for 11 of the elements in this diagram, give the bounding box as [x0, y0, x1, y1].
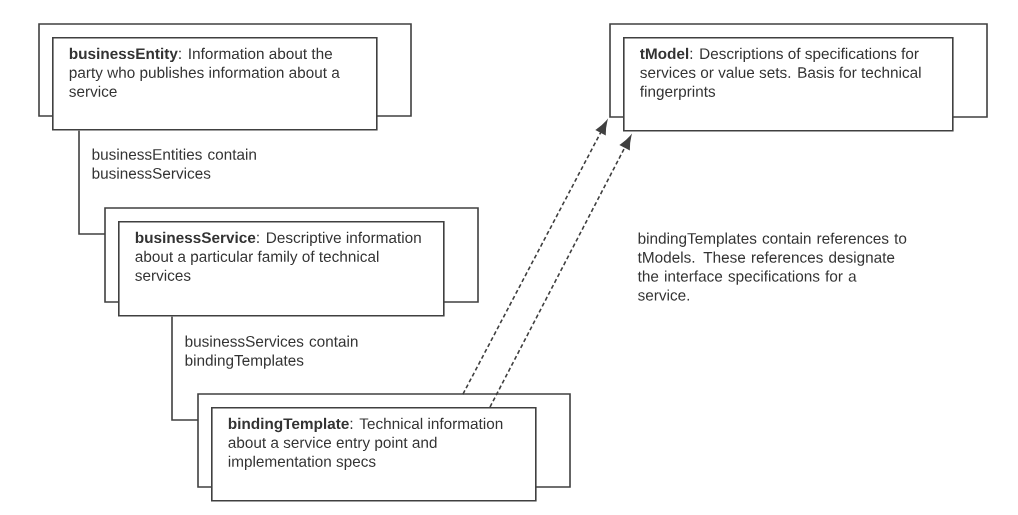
note-text: bindingTemplates contain references to tModels. These references designate the interface specifications for a service.	[637, 232, 907, 301]
connector	[78, 129, 106, 235]
connector	[462, 120, 608, 395]
record-card: bindingTemplate: Technical information about a service entry point and implementation specs	[197, 393, 571, 502]
edge-label: businessServices contain bindingTemplates	[185, 335, 358, 369]
connector	[171, 315, 199, 421]
connector	[489, 135, 632, 408]
record-card: tModel: Descriptions of specifications for services or value sets. Basis for technical fingerprints	[609, 23, 988, 132]
record-card: businessEntity: Information about the party who publishes information about a service	[38, 23, 412, 131]
record-card: businessService: Descriptive information about a particular family of technical services	[104, 207, 479, 317]
edge-label: businessEntities contain businessServices	[92, 148, 256, 179]
